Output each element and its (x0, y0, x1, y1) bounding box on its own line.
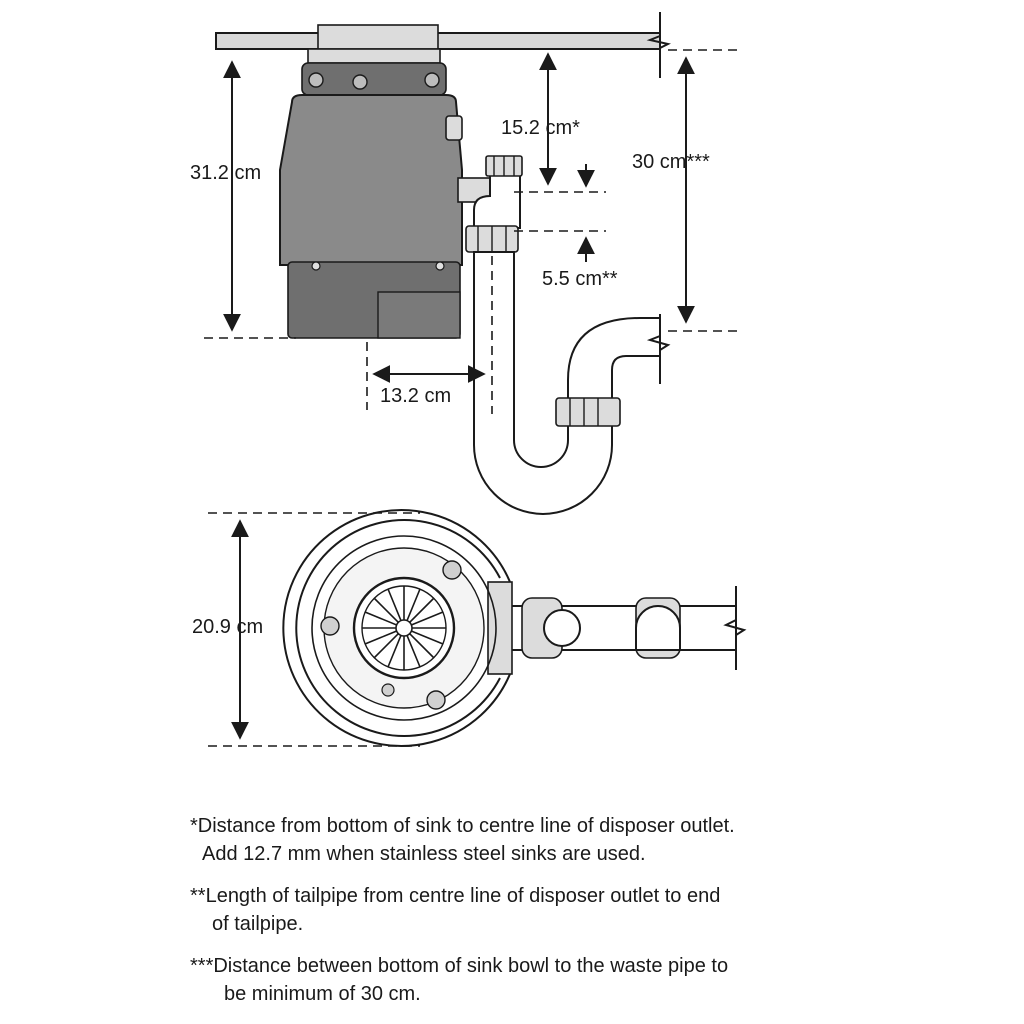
dim-tailpipe: 5.5 cm** (542, 268, 618, 290)
mount-screw-right (424, 72, 440, 88)
trap-break-mark (646, 314, 671, 384)
dim-outlet-offset: 13.2 cm (380, 385, 451, 407)
top-mount-tab (487, 581, 513, 675)
top-disposer-outline-inner (295, 519, 501, 737)
dim-diameter: 20.9 cm (192, 616, 263, 638)
top-lug-4 (381, 683, 395, 697)
footnote-2: **Length of tailpipe from centre line of… (190, 882, 990, 938)
top-center-hub (395, 619, 413, 637)
footnote-3-line-1: ***Distance between bottom of sink bowl … (190, 955, 729, 977)
footnotes: *Distance from bottom of sink to centre … (190, 812, 990, 1022)
disposer-base-panel (377, 291, 461, 339)
p-trap (473, 251, 661, 515)
top-lug-3 (426, 690, 446, 710)
disposer-body (279, 94, 463, 266)
top-coupling-right-bend (635, 605, 681, 651)
dim-min-drop: 30 cm*** (632, 151, 710, 173)
dim-height: 31.2 cm (190, 162, 261, 184)
top-disposer-outline (282, 509, 511, 747)
sink-break-mark (646, 12, 671, 78)
housing-screw-right (435, 261, 445, 271)
top-mount-ring (311, 535, 497, 721)
dim-outlet-drop: 15.2 cm* (501, 117, 580, 139)
top-view: 20.9 cm (192, 509, 747, 747)
mounting-flange (317, 24, 439, 50)
mount-screw-mid (352, 74, 368, 90)
footnote-1-line-2: Add 12.7 mm when stainless steel sinks a… (202, 843, 646, 865)
footnote-1: *Distance from bottom of sink to centre … (190, 812, 990, 868)
top-coupling-left-end (543, 609, 581, 647)
footnote-1-line-1: *Distance from bottom of sink to centre … (190, 815, 735, 837)
footnote-2-line-2: of tailpipe. (212, 913, 304, 935)
side-view: 31.2 cm 15.2 cm* 30 cm*** 5.5 cm** 13.2 … (190, 12, 740, 515)
footnote-2-line-1: **Length of tailpipe from centre line of… (190, 885, 721, 907)
housing-screw-left (311, 261, 321, 271)
top-lug-2 (320, 616, 340, 636)
top-pipe-break-mark (723, 586, 747, 670)
footnote-3: ***Distance between bottom of sink bowl … (190, 952, 990, 1008)
dishwasher-inlet (445, 115, 463, 141)
mounting-ring (307, 48, 441, 64)
footnote-3-line-2: be minimum of 30 cm. (224, 983, 421, 1005)
top-lug-1 (442, 560, 462, 580)
mount-screw-left (308, 72, 324, 88)
trap-nut (555, 397, 621, 427)
